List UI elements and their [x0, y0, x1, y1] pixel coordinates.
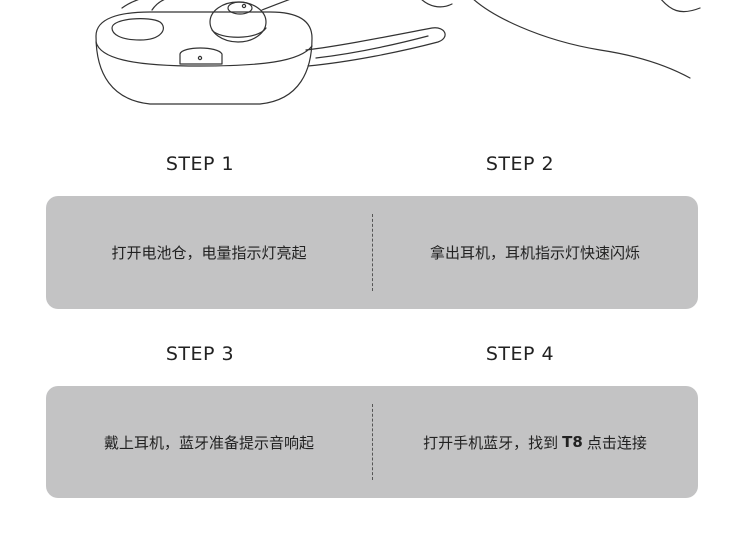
- step-1-text: 打开电池仓，电量指示灯亮起: [111, 244, 307, 262]
- step-2-text: 拿出耳机，耳机指示灯快速闪烁: [429, 244, 640, 262]
- step-4-label: STEP 4: [485, 343, 555, 365]
- step-1-label: STEP 1: [165, 153, 235, 175]
- card-divider: [372, 214, 373, 291]
- step-4-text-after: 点击连接: [586, 433, 647, 452]
- earbuds-case-illustration: [95, 0, 701, 105]
- step-3-label: STEP 3: [165, 343, 235, 365]
- step-2-label: STEP 2: [485, 153, 555, 175]
- card-divider: [372, 404, 373, 480]
- step-4-text-before: 打开手机蓝牙，找到: [423, 433, 559, 452]
- step-3-text: 戴上耳机，蓝牙准备提示音响起: [103, 433, 314, 452]
- steps-1-2-card: 打开电池仓，电量指示灯亮起 拿出耳机，耳机指示灯快速闪烁: [46, 196, 698, 309]
- device-name: T8: [562, 433, 583, 451]
